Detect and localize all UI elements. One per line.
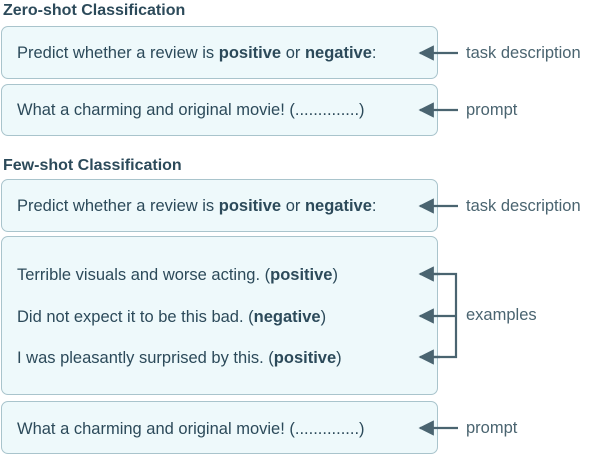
task-text-post: : (371, 44, 377, 62)
example-2-text: Did not expect it to be this bad. ( (17, 308, 254, 326)
example-2-label: negative (253, 308, 321, 326)
few-shot-examples-box: Terrible visuals and worse acting. (posi… (1, 236, 438, 395)
example-2: Did not expect it to be this bad. (negat… (17, 307, 326, 327)
label-prompt-few-shot: prompt (466, 419, 518, 437)
task-option-positive: positive (218, 44, 282, 62)
zero-shot-task-text: Predict whether a review is positive or … (17, 43, 377, 63)
task-text-pre: Predict whether a review is (17, 44, 219, 62)
task-text-post: : (371, 197, 377, 215)
example-1-label: positive (270, 266, 333, 284)
example-2-close: ) (320, 308, 327, 326)
task-option-negative: negative (304, 197, 372, 215)
zero-shot-task-box: Predict whether a review is positive or … (1, 26, 438, 79)
zero-shot-title: Zero-shot Classification (3, 2, 186, 19)
label-prompt-zero-shot: prompt (466, 101, 518, 119)
few-shot-prompt-box: What a charming and original movie! (...… (1, 401, 438, 454)
example-3: I was pleasantly surprised by this. (pos… (17, 348, 342, 368)
few-shot-task-box: Predict whether a review is positive or … (1, 179, 438, 232)
task-text-pre: Predict whether a review is (17, 197, 219, 215)
few-shot-task-text: Predict whether a review is positive or … (17, 196, 377, 216)
example-1-text: Terrible visuals and worse acting. ( (17, 266, 271, 284)
label-task-description-few-shot: task description (466, 197, 581, 215)
zero-shot-prompt-box: What a charming and original movie! (...… (1, 84, 438, 136)
label-task-description-zero-shot: task description (466, 44, 581, 62)
example-3-close: ) (336, 349, 342, 367)
task-option-negative: negative (304, 44, 372, 62)
example-3-label: positive (273, 349, 337, 367)
zero-shot-prompt-text: What a charming and original movie! (...… (17, 101, 365, 119)
task-option-positive: positive (218, 197, 282, 215)
example-3-text: I was pleasantly surprised by this. ( (17, 349, 274, 367)
task-text-mid: or (281, 197, 305, 215)
few-shot-title: Few-shot Classification (3, 157, 182, 174)
task-text-mid: or (281, 44, 305, 62)
label-examples: examples (466, 306, 537, 324)
few-shot-prompt-text: What a charming and original movie! (...… (17, 420, 365, 438)
example-1: Terrible visuals and worse acting. (posi… (17, 265, 338, 285)
example-1-close: ) (332, 266, 338, 284)
